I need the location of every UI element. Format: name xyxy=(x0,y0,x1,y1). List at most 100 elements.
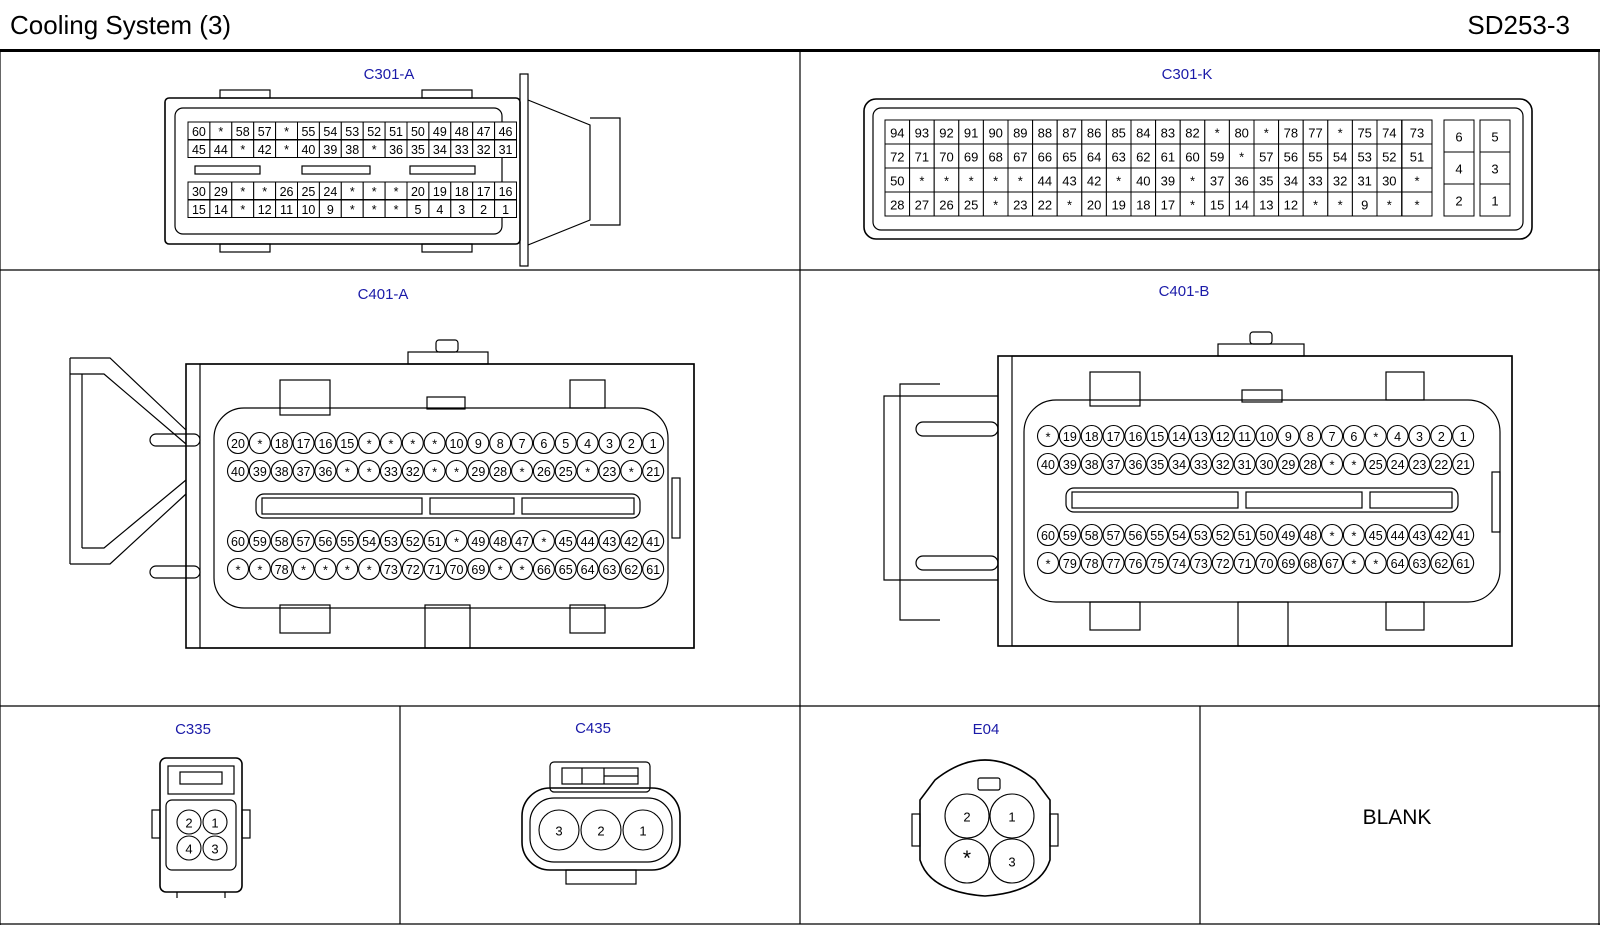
pin-label: 9 xyxy=(1361,198,1368,213)
pin-label: 6 xyxy=(1455,130,1462,145)
pin-label: 70 xyxy=(939,150,953,165)
pin-label: 2 xyxy=(628,437,635,451)
pin-circle xyxy=(598,557,621,581)
pin-label: * xyxy=(284,143,289,157)
c301a-label: C301-A xyxy=(364,66,415,83)
pin-circle xyxy=(576,529,599,553)
pin-label: 79 xyxy=(1063,557,1077,571)
pin-cell xyxy=(982,119,1009,145)
pin-label: 80 xyxy=(1234,126,1248,141)
pin-label: * xyxy=(345,465,350,480)
pin-label: 33 xyxy=(384,465,398,479)
pin-circle xyxy=(1233,551,1256,575)
pin-label: 16 xyxy=(318,437,332,451)
pin-label: * xyxy=(350,203,355,217)
pin-label: 16 xyxy=(499,185,513,199)
pin-circle xyxy=(1364,523,1387,547)
pin-label: 92 xyxy=(939,126,953,141)
pin-label: * xyxy=(240,185,245,199)
pin-label: 56 xyxy=(1284,150,1298,165)
pin-label: 85 xyxy=(1111,126,1125,141)
pin-cell xyxy=(1351,191,1378,217)
pin-label: * xyxy=(520,563,525,578)
pin-circle xyxy=(176,835,202,861)
pin-label: 84 xyxy=(1136,126,1150,141)
pin-cell xyxy=(1179,119,1206,145)
pin-label: 4 xyxy=(1394,430,1401,444)
pin-circle xyxy=(314,431,337,455)
pin-label: * xyxy=(963,847,971,870)
pin-cell xyxy=(1204,191,1230,217)
pin-cell xyxy=(1081,167,1107,193)
pin-label: 44 xyxy=(214,143,228,157)
pin-cell xyxy=(1130,191,1157,217)
pin-cell xyxy=(933,167,960,193)
pin-label: 82 xyxy=(1185,126,1199,141)
pin-label: * xyxy=(323,563,328,578)
pin-circle xyxy=(336,557,359,581)
pin-label: 10 xyxy=(1260,430,1274,444)
pin-label: * xyxy=(1190,198,1195,213)
pin-label: 31 xyxy=(1238,458,1252,472)
pin-label: 63 xyxy=(602,563,616,577)
pin-circle xyxy=(1189,424,1212,448)
pin-circle xyxy=(489,459,512,483)
pin-label: 7 xyxy=(519,437,526,451)
pin-label: 61 xyxy=(1161,150,1175,165)
pin-label: 17 xyxy=(477,185,491,199)
pin-cell xyxy=(1179,167,1206,193)
pin-circle xyxy=(1146,424,1169,448)
pin-label: 53 xyxy=(1357,150,1371,165)
pin-label: 54 xyxy=(362,535,376,549)
pin-label: 73 xyxy=(1194,557,1208,571)
pin-circle xyxy=(532,529,555,553)
pin-label: 65 xyxy=(1062,150,1076,165)
pin-label: 45 xyxy=(559,535,573,549)
pin-circle xyxy=(1211,551,1234,575)
pin-cell xyxy=(1228,191,1255,217)
pin-circle xyxy=(1408,523,1431,547)
pin-label: * xyxy=(262,185,267,199)
pin-label: 15 xyxy=(340,437,354,451)
pin-label: 17 xyxy=(297,437,311,451)
pin-label: 78 xyxy=(1085,557,1099,571)
pin-label: 91 xyxy=(964,126,978,141)
pin-label: 8 xyxy=(1307,430,1314,444)
pin-cell xyxy=(933,119,960,145)
pin-label: 50 xyxy=(411,125,425,139)
pin-label: 65 xyxy=(559,563,573,577)
pin-circle xyxy=(532,557,555,581)
pin-label: * xyxy=(1018,174,1023,189)
pin-label: 13 xyxy=(1194,430,1208,444)
pin-label: 58 xyxy=(275,535,289,549)
pin-circle xyxy=(202,809,228,835)
pin-label: * xyxy=(454,535,459,550)
pin-label: 55 xyxy=(301,125,315,139)
pin-label: * xyxy=(585,465,590,480)
pin-label: 88 xyxy=(1038,126,1052,141)
pin-label: 54 xyxy=(1172,529,1186,543)
pin-cell xyxy=(1081,119,1107,145)
pin-label: 37 xyxy=(297,465,311,479)
pin-label: 44 xyxy=(581,535,595,549)
pin-label: * xyxy=(1190,174,1195,189)
pin-label: * xyxy=(257,563,262,578)
pin-label: 10 xyxy=(450,437,464,451)
pin-label: 35 xyxy=(1150,458,1164,472)
pin-label: 13 xyxy=(1259,198,1273,213)
pin-circle xyxy=(1080,523,1103,547)
pin-circle xyxy=(489,431,512,455)
pin-label: * xyxy=(993,174,998,189)
pin-circle xyxy=(1430,424,1453,448)
pin-label: * xyxy=(1116,174,1121,189)
pin-circle xyxy=(445,459,468,483)
pin-circle xyxy=(1321,523,1344,547)
pin-circle xyxy=(1102,523,1125,547)
pin-label: 51 xyxy=(428,535,442,549)
pin-circle xyxy=(336,431,359,455)
pin-circle xyxy=(1386,523,1409,547)
pin-cell xyxy=(1351,119,1378,145)
pin-circle xyxy=(1408,551,1431,575)
